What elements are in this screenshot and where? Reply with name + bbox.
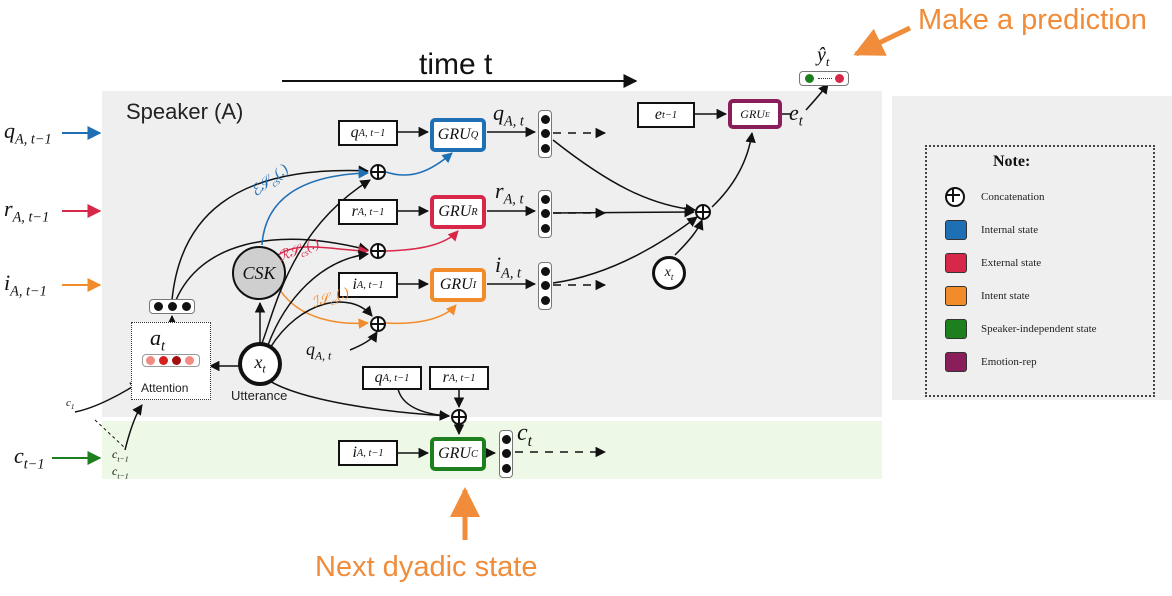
speaker-independent-swatch	[945, 319, 967, 339]
legend-emotion: Emotion-rep	[945, 352, 1037, 372]
prediction-callout-arrow	[853, 25, 912, 57]
note-legend: Note: Concatenation Internal state Exter…	[925, 145, 1155, 397]
concatenation-icon	[945, 187, 965, 207]
time-label: time t	[419, 48, 493, 81]
attention-label: Attention	[141, 381, 189, 395]
c-input-label: ct−1	[14, 443, 45, 473]
prediction-callout: Make a prediction	[918, 4, 1147, 36]
concat-c-icon	[451, 409, 467, 425]
legend-external: External state	[945, 253, 1041, 273]
concat-e-icon	[695, 204, 711, 220]
q-at-label: qA, t	[306, 339, 332, 363]
legend-concatenation: Concatenation	[945, 187, 1045, 207]
legend-internal: Internal state	[945, 220, 1038, 240]
utterance-node-emotion: xt	[652, 256, 686, 290]
r-input-label: rA, t−1	[4, 196, 50, 226]
csk-node: CSK	[232, 246, 286, 300]
utterance-xt-emotion: xt	[664, 264, 674, 282]
attention-output-vector	[149, 299, 195, 314]
attention-weights	[142, 354, 200, 367]
prediction-class-green	[805, 74, 814, 83]
i-output-label: iA, t	[495, 252, 521, 282]
prediction-vector	[799, 71, 849, 86]
intent-swatch	[945, 286, 967, 306]
i-state-vector	[538, 262, 552, 310]
prediction-class-red	[835, 74, 844, 83]
context-ct1-b: ct−1	[112, 464, 129, 481]
legend-label-speaker-independent: Speaker-independent state	[981, 323, 1097, 335]
concat-i-icon	[370, 316, 386, 332]
q-state-vector	[538, 110, 552, 158]
context-c1: c1	[66, 397, 75, 412]
utterance-label: Utterance	[231, 388, 288, 403]
utterance-node: xt	[238, 342, 282, 386]
q-output-label: qA, t	[493, 100, 524, 130]
legend-label-emotion: Emotion-rep	[981, 356, 1037, 368]
note-title: Note:	[993, 153, 1031, 170]
concat-r-icon	[370, 243, 386, 259]
attention-at-label: at	[150, 325, 165, 355]
csk-label: CSK	[242, 262, 276, 283]
legend-label-intent: Intent state	[981, 290, 1030, 302]
attention-block: at Attention	[131, 322, 211, 400]
c-state-vector	[499, 430, 513, 478]
speaker-panel	[102, 91, 882, 417]
context-ct1-a: ct−1	[112, 447, 129, 464]
q-input-label: qA, t−1	[4, 118, 52, 148]
concat-q-icon	[370, 164, 386, 180]
utterance-xt: xt	[254, 352, 266, 376]
legend-intent: Intent state	[945, 286, 1030, 306]
speaker-label: Speaker (A)	[126, 99, 244, 124]
i-input-label: iA, t−1	[4, 270, 47, 300]
next-state-callout: Next dyadic state	[315, 551, 538, 583]
legend-label-external: External state	[981, 257, 1042, 269]
external-swatch	[945, 253, 967, 273]
prediction-dots	[818, 78, 832, 79]
e-output-label: et	[789, 100, 803, 130]
r-output-label: rA, t	[495, 178, 524, 208]
r-state-vector	[538, 190, 552, 238]
internal-swatch	[945, 220, 967, 240]
y-hat-label: ŷt	[817, 44, 830, 69]
legend-label-concatenation: Concatenation	[981, 191, 1045, 203]
legend-speaker-independent: Speaker-independent state	[945, 319, 1097, 339]
c-output-label: ct	[517, 420, 532, 450]
emotion-swatch	[945, 352, 967, 372]
legend-label-internal: Internal state	[981, 224, 1039, 236]
